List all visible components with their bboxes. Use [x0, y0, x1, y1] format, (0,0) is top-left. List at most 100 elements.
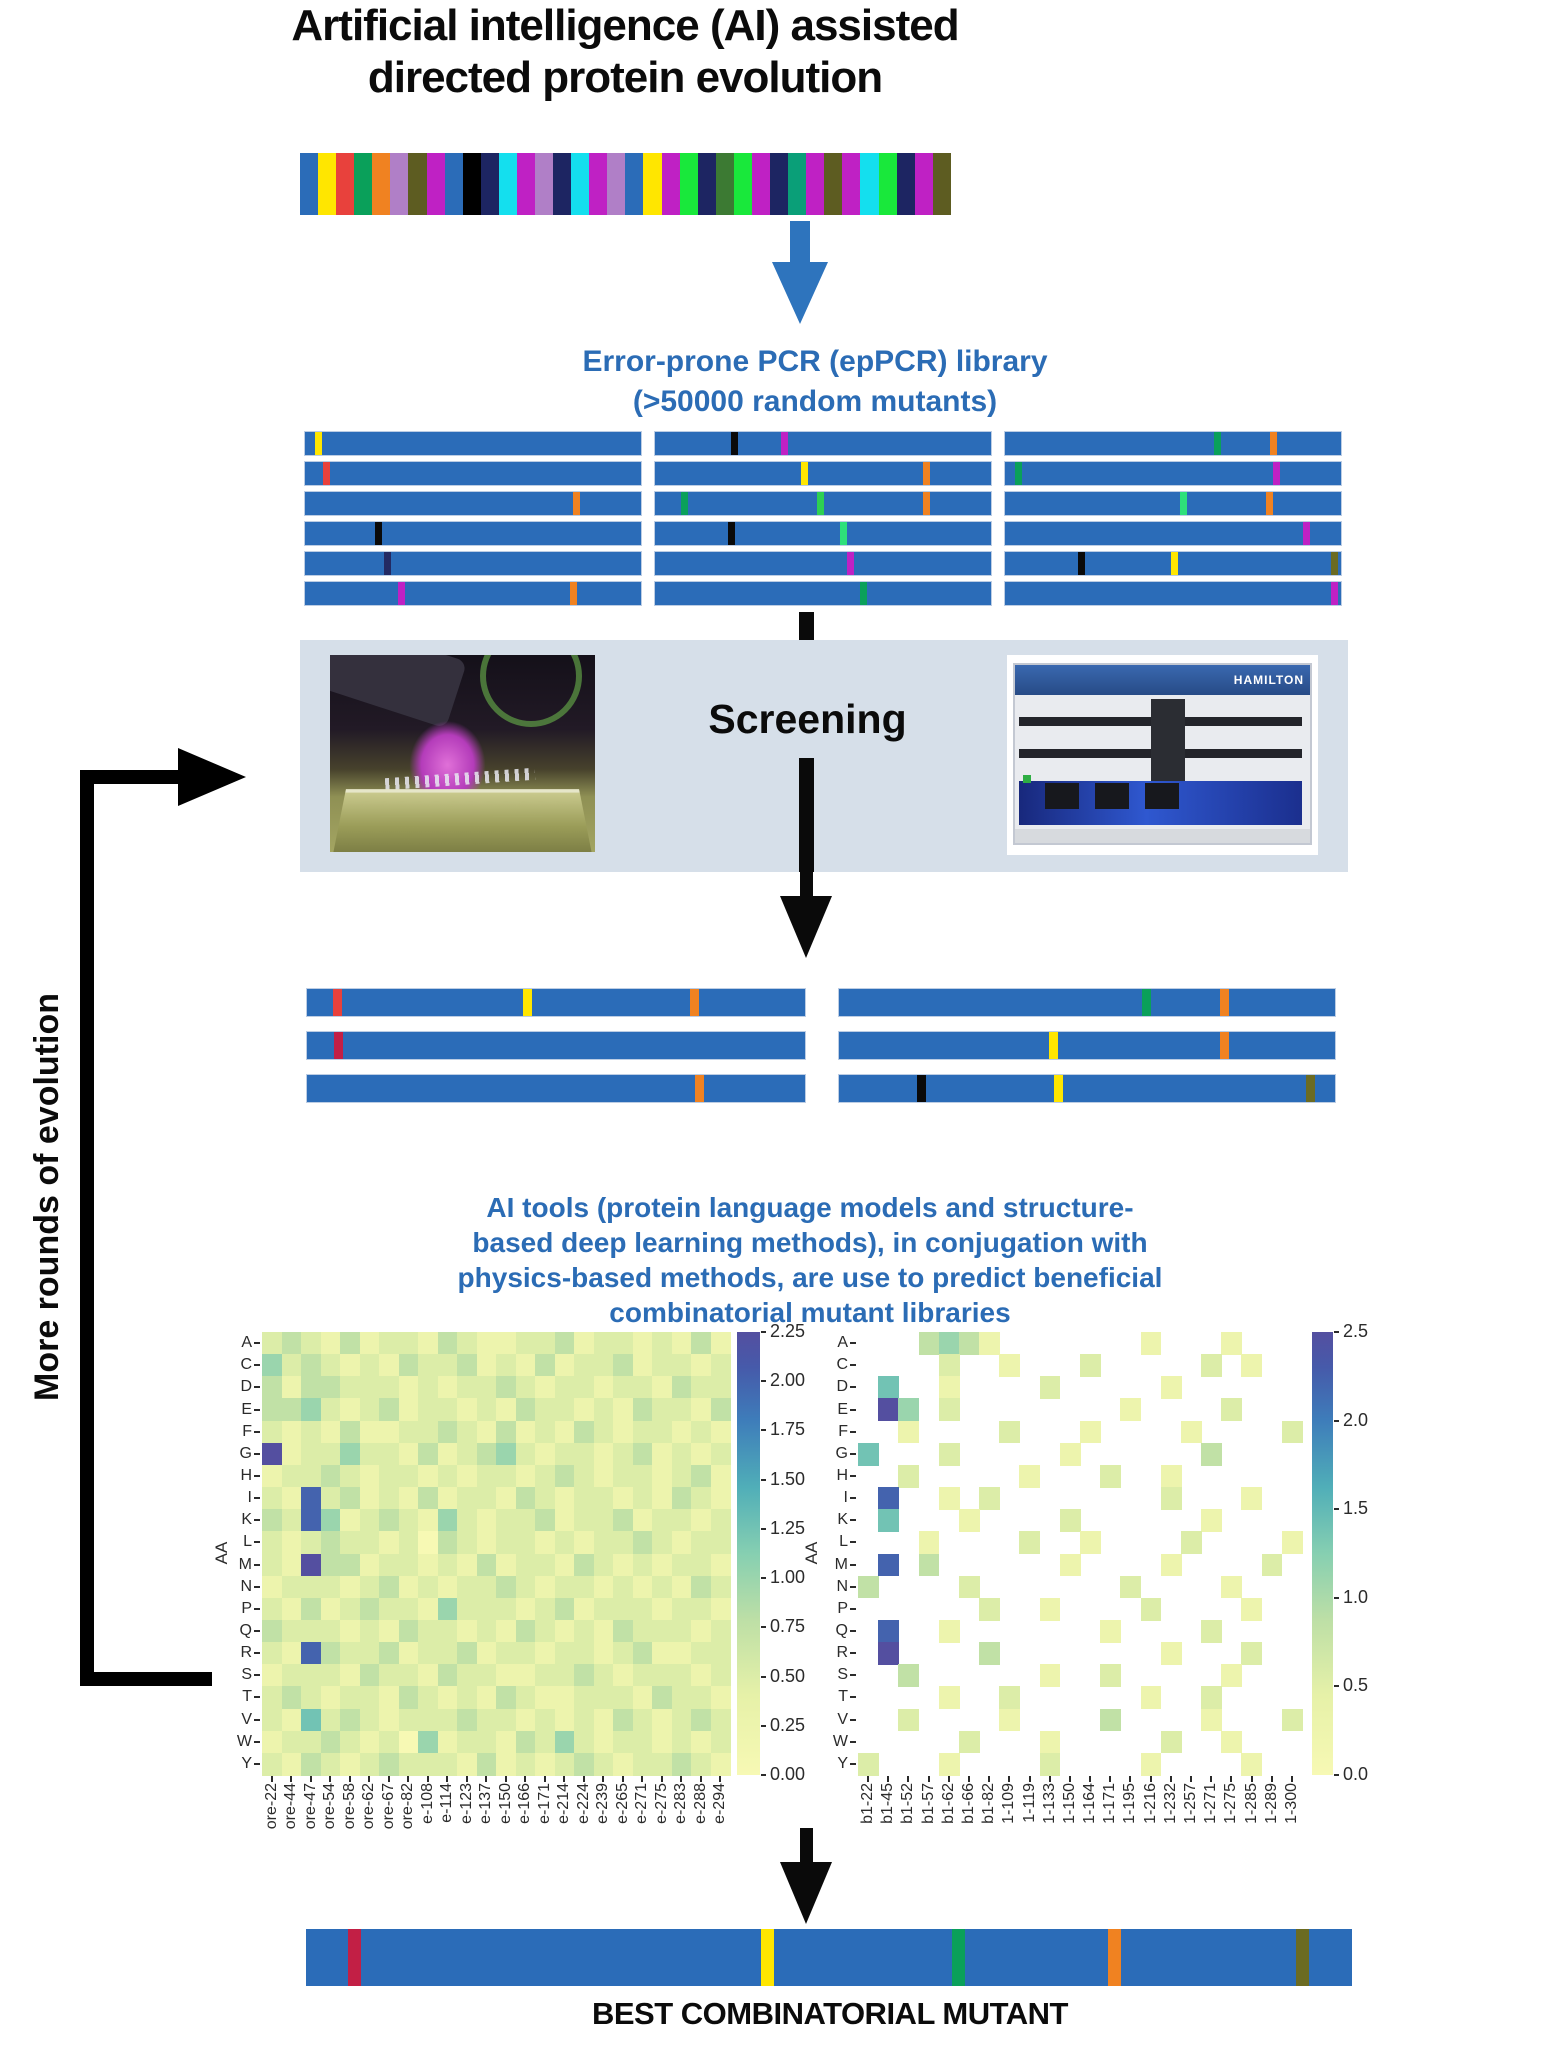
- heatmap-cell: [340, 1332, 361, 1355]
- heatmap-cell: [301, 1708, 322, 1732]
- heatmap-cell: [691, 1664, 712, 1687]
- colorbar-tick-label: 2.00: [770, 1370, 806, 1391]
- colorbar-tick-mark: [1334, 1331, 1339, 1333]
- heatmap-cell: [1281, 1708, 1303, 1732]
- heatmap-cell: [632, 1730, 653, 1754]
- heatmap-cell: [320, 1597, 341, 1621]
- colorbar-tick-label: 1.5: [1343, 1498, 1369, 1519]
- colorbar-tick-mark: [761, 1675, 766, 1678]
- heatmap-cell: [671, 1730, 692, 1754]
- liquid-handler-photo: HAMILTON: [1007, 655, 1318, 855]
- heatmap-cell: [632, 1575, 653, 1599]
- heatmap-cell: [398, 1575, 419, 1599]
- heatmap-cell: [574, 1531, 595, 1555]
- heatmap-cell: [938, 1752, 960, 1776]
- heatmap-cell: [691, 1619, 712, 1643]
- gene-segment: [354, 153, 373, 215]
- screening-label: Screening: [708, 696, 907, 742]
- heatmap-cell: [613, 1619, 634, 1643]
- heatmap-cell: [476, 1442, 497, 1466]
- heatmap-cell: [457, 1642, 478, 1665]
- heatmap-cell: [613, 1398, 634, 1422]
- colorbar-tick-label: 1.25: [770, 1517, 806, 1538]
- x-axis-tick-label: ore-62: [360, 1783, 378, 1830]
- mutation-mark: [689, 989, 699, 1016]
- heatmap-cell: [379, 1420, 400, 1444]
- heatmap-cell: [359, 1531, 380, 1555]
- heatmap-cell: [398, 1420, 419, 1444]
- heatmap-cell: [574, 1752, 595, 1776]
- heatmap-cell: [515, 1597, 536, 1621]
- x-axis-tick-label: 1-289: [1262, 1783, 1280, 1824]
- heatmap-cell: [437, 1752, 458, 1776]
- heatmap-cell: [593, 1575, 614, 1599]
- heatmap-cell: [710, 1332, 731, 1355]
- heatmap-cell: [671, 1531, 692, 1555]
- y-axis-tick-label: N: [240, 1577, 252, 1595]
- colorbar-tick-mark: [761, 1577, 766, 1580]
- colorbar-tick-mark: [761, 1331, 766, 1333]
- heatmap-cell: [281, 1708, 302, 1732]
- heatmap-cell: [691, 1597, 712, 1621]
- heatmap-cell: [398, 1619, 419, 1643]
- heatmap-cell: [1140, 1597, 1162, 1621]
- gene-segment: [390, 153, 409, 215]
- gene-bar: [1004, 581, 1342, 606]
- gene-segment: [516, 153, 536, 215]
- mutation-mark: [694, 1075, 704, 1102]
- heatmap-cell: [281, 1642, 302, 1665]
- heatmap-cell: [457, 1487, 478, 1510]
- gene-bar: [1004, 431, 1342, 456]
- gene-bar: [306, 988, 806, 1017]
- heatmap-cell: [671, 1619, 692, 1643]
- heatmap-cell: [632, 1398, 653, 1422]
- green-ring-shape: [480, 655, 582, 727]
- x-axis-tick-label: e-224: [574, 1783, 592, 1824]
- heatmap-cell: [398, 1553, 419, 1577]
- mutation-mark: [731, 432, 739, 455]
- heatmap-cell: [593, 1442, 614, 1466]
- heatmap-cell: [710, 1376, 731, 1400]
- heatmap-cell: [1140, 1686, 1162, 1710]
- gene-segment: [426, 153, 445, 215]
- heatmap-cell: [359, 1332, 380, 1355]
- heatmap-cell: [320, 1442, 341, 1466]
- mutation-mark: [1142, 989, 1152, 1016]
- down-arrow-head: [780, 1862, 832, 1924]
- heatmap-cell: [457, 1376, 478, 1400]
- heatmap-cell: [515, 1442, 536, 1466]
- blue-down-arrow-shaft: [790, 221, 810, 263]
- heatmap-cell: [554, 1376, 575, 1400]
- heatmap-cell: [691, 1487, 712, 1510]
- heatmap-cell: [858, 1442, 879, 1466]
- mutation-mark: [334, 1032, 343, 1059]
- y-axis-tick-label: Y: [241, 1754, 252, 1772]
- feedback-loop-arrow-top-arm: [80, 770, 178, 784]
- gene-bar: [838, 1074, 1336, 1103]
- heatmap-cell: [554, 1752, 575, 1776]
- heatmap-cell: [691, 1730, 712, 1754]
- power-led: [1023, 775, 1031, 783]
- heatmap-cell: [320, 1686, 341, 1710]
- heatmap-cell: [1059, 1553, 1081, 1577]
- gene-segment: [860, 153, 879, 215]
- gene-bar: [304, 461, 642, 486]
- heatmap-cell: [262, 1553, 283, 1577]
- heatmap-cell: [320, 1575, 341, 1599]
- gene-segment: [842, 153, 861, 215]
- gene-bar: [306, 1031, 806, 1060]
- heatmap-cell: [574, 1464, 595, 1488]
- y-tick-mark: [254, 1430, 260, 1433]
- gene-bar: [654, 581, 992, 606]
- mutation-mark: [1054, 1075, 1064, 1102]
- ai-caption-line-2: based deep learning methods), in conjuga…: [472, 1227, 1148, 1258]
- heatmap-cell: [671, 1420, 692, 1444]
- heatmap-cell: [999, 1354, 1021, 1377]
- gene-segment: [679, 153, 698, 215]
- heatmap-cell: [1201, 1442, 1222, 1466]
- heatmap-cell: [652, 1575, 673, 1599]
- heatmap-cell: [437, 1553, 458, 1577]
- heatmap-cell: [574, 1575, 595, 1599]
- y-axis-tick-label: S: [837, 1666, 848, 1684]
- heatmap-cell: [281, 1664, 302, 1687]
